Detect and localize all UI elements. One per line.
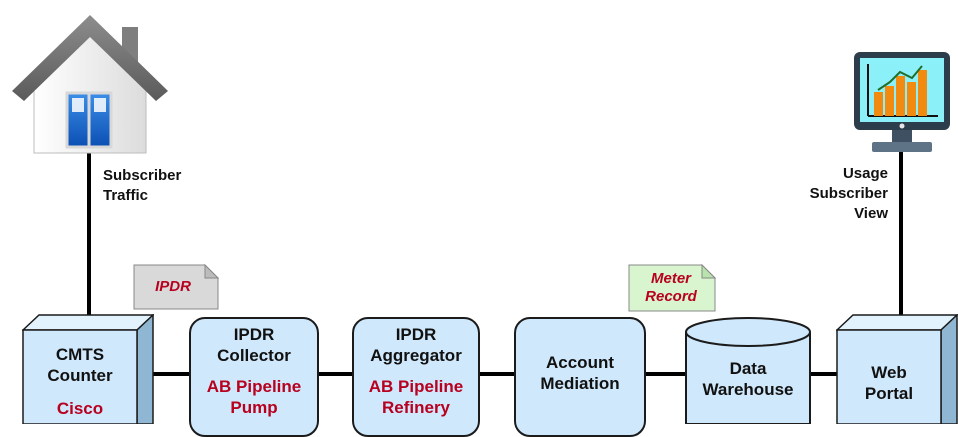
data-warehouse-cylinder-icon — [685, 317, 811, 424]
meter-record-line2: Record — [645, 288, 697, 305]
usage-view-line — [899, 150, 903, 320]
cmts-line2: Counter — [47, 366, 113, 385]
ipdr-tag-shape — [133, 264, 219, 310]
link-cmts-collector — [150, 372, 192, 376]
portal-line1: Web — [871, 363, 907, 382]
account-mediation-box — [514, 317, 646, 437]
ipdr-collector-box — [189, 317, 319, 437]
meter-record-line1: Meter — [650, 270, 691, 287]
web-portal-node: Web Portal — [837, 362, 941, 404]
ipdr-collector-node: IPDR Collector AB Pipeline Pump — [189, 324, 319, 418]
subscriber-traffic-line2: Traffic — [103, 187, 149, 204]
subscriber-traffic-line — [87, 148, 91, 318]
cmts-counter-node: CMTS Counter Cisco — [23, 344, 137, 419]
account-mediation-node: Account Mediation — [514, 352, 646, 394]
aggregator-product1: AB Pipeline — [368, 377, 464, 396]
cmts-cube-icon — [22, 314, 154, 424]
warehouse-line1: Data — [729, 359, 767, 378]
data-warehouse-node: Data Warehouse — [684, 358, 812, 400]
usage-view-line1: Usage — [842, 165, 888, 182]
aggregator-product2: Refinery — [381, 398, 451, 417]
web-portal-cube-icon — [836, 314, 958, 424]
cmts-line1: CMTS — [55, 345, 105, 364]
link-collector-aggregator — [318, 372, 356, 376]
warehouse-line2: Warehouse — [702, 380, 794, 399]
portal-line2: Portal — [864, 384, 914, 403]
meter-record-tag-label: Meter Record — [628, 270, 714, 306]
aggregator-line2: Aggregator — [370, 346, 462, 365]
meter-record-tag-shape — [628, 264, 716, 312]
collector-line2: Collector — [217, 346, 291, 365]
aggregator-line1: IPDR — [395, 325, 437, 344]
ipdr-aggregator-node: IPDR Aggregator AB Pipeline Refinery — [352, 324, 480, 418]
usage-subscriber-view-label: Usage Subscriber View — [770, 164, 888, 224]
house-icon — [12, 15, 168, 154]
mediation-line2: Mediation — [540, 374, 620, 393]
ipdr-tag-label: IPDR — [155, 278, 191, 295]
mediation-line1: Account — [546, 353, 614, 372]
link-mediation-warehouse — [644, 372, 688, 376]
collector-product2: Pump — [230, 398, 278, 417]
collector-line1: IPDR — [233, 325, 275, 344]
monitor-chart-icon — [854, 52, 950, 152]
subscriber-traffic-line1: Subscriber — [103, 167, 182, 184]
link-warehouse-portal — [808, 372, 840, 376]
collector-product1: AB Pipeline — [206, 377, 302, 396]
usage-view-line2: Subscriber — [809, 185, 888, 202]
subscriber-traffic-label: Subscriber Traffic — [103, 166, 181, 206]
cmts-vendor: Cisco — [56, 399, 104, 418]
link-aggregator-mediation — [478, 372, 518, 376]
usage-view-line3: View — [854, 205, 888, 222]
